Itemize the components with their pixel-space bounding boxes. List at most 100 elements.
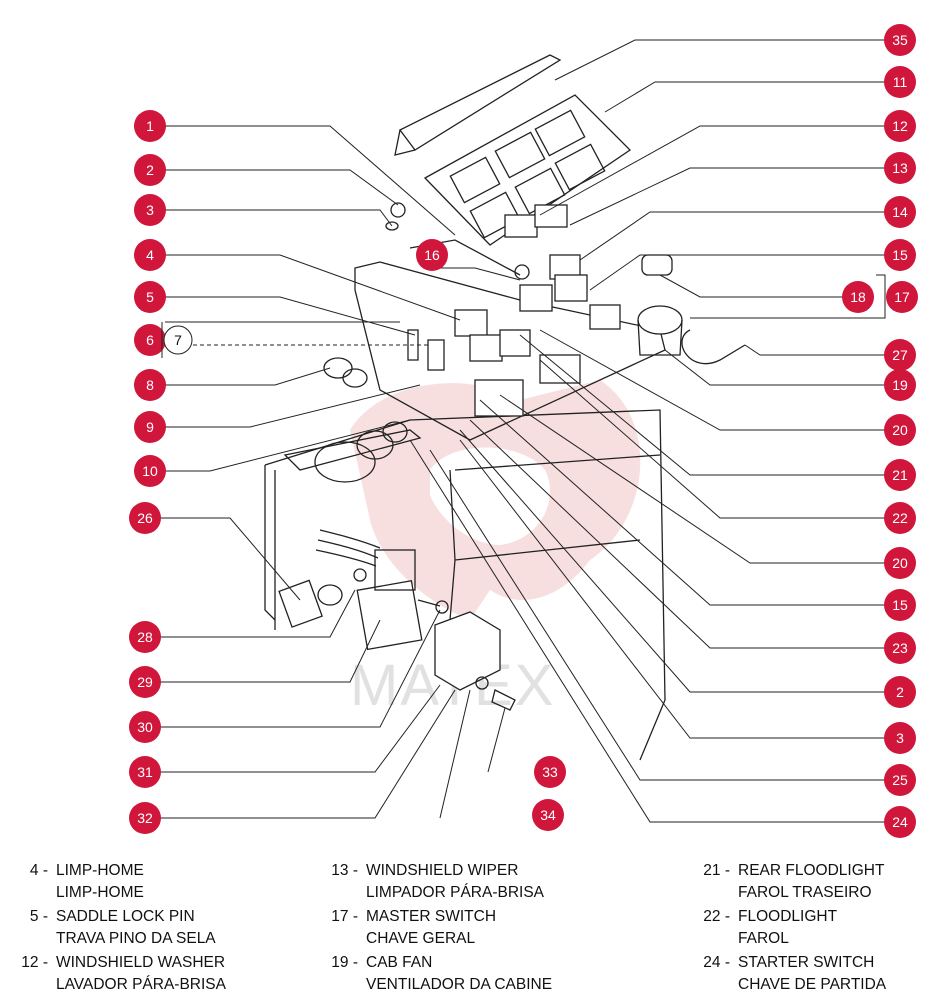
callout-number: 20 (892, 555, 908, 571)
callout-c8: 8 (134, 369, 166, 401)
leader-lines (150, 39, 900, 823)
callout-c13: 13 (884, 152, 916, 184)
callout-number: 29 (137, 674, 153, 690)
callout-number: 4 (146, 247, 154, 263)
legend-column-2: 13 - WINDSHIELD WIPER LIMPADOR PÁRA-BRISA… (320, 860, 552, 998)
legend-code: 22 - (703, 908, 730, 925)
callout-number: 25 (892, 772, 908, 788)
callout-c32: 32 (129, 802, 161, 834)
callout-c29: 29 (129, 666, 161, 698)
callout-number: 2 (146, 162, 154, 178)
callout-number: 9 (146, 419, 154, 435)
callout-number: 23 (892, 640, 908, 656)
legend-code: 21 - (703, 862, 730, 879)
legend-portuguese: FAROL TRASEIRO (738, 884, 872, 901)
callout-number: 15 (892, 597, 908, 613)
callout-c17: 17 (886, 281, 918, 313)
legend-code: 13 - (331, 862, 358, 879)
legend-english: REAR FLOODLIGHT (738, 862, 885, 879)
callout-c15-bottom: 15 (884, 589, 916, 621)
legend-portuguese: LAVADOR PÁRA-BRISA (56, 976, 226, 993)
callout-c25: 25 (884, 764, 916, 796)
callout-c15-top: 15 (884, 239, 916, 271)
legend-english: LIMP-HOME (56, 862, 144, 879)
callout-number: 3 (896, 730, 904, 746)
callout-number: 33 (542, 764, 558, 780)
legend-english: WINDSHIELD WIPER (366, 862, 519, 879)
legend-item: 13 - WINDSHIELD WIPER LIMPADOR PÁRA-BRISA (320, 860, 552, 904)
callout-c21: 21 (884, 459, 916, 491)
callout-c20-bottom: 20 (884, 547, 916, 579)
legend-code: 5 - (29, 908, 48, 925)
callout-c33: 33 (534, 756, 566, 788)
callout-c18: 18 (842, 281, 874, 313)
callout-c9: 9 (134, 411, 166, 443)
callout-number: 18 (850, 289, 866, 305)
callout-number: 15 (892, 247, 908, 263)
callout-c24: 24 (884, 806, 916, 838)
callout-number: 11 (893, 74, 908, 90)
legend-column-3: 21 - REAR FLOODLIGHT FAROL TRASEIRO 22 - … (692, 860, 886, 998)
legend-portuguese: TRAVA PINO DA SELA (56, 930, 216, 947)
callout-number: 2 (896, 684, 904, 700)
callout-number: 17 (894, 289, 910, 305)
legend-english: MASTER SWITCH (366, 908, 497, 925)
callout-c34: 34 (532, 799, 564, 831)
parts-legend: 4 - LIMP-HOME LIMP-HOME 5 - SADDLE LOCK P… (0, 860, 952, 1000)
legend-english: FLOODLIGHT (738, 908, 838, 925)
callout-c31: 31 (129, 756, 161, 788)
legend-code: 4 - (29, 862, 48, 879)
callout-c4: 4 (134, 239, 166, 271)
legend-portuguese: CHAVE DE PARTIDA (738, 976, 887, 993)
legend-item: 22 - FLOODLIGHT FAROL (692, 906, 886, 950)
callout-number: 5 (146, 289, 154, 305)
legend-english: CAB FAN (366, 954, 433, 971)
callout-c12: 12 (884, 110, 916, 142)
callout-number: 35 (892, 32, 908, 48)
legend-english: SADDLE LOCK PIN (56, 908, 195, 925)
callout-number: 30 (137, 719, 153, 735)
callouts: 1 2 3 4 5 6 7 8 9 10 26 28 29 30 31 32 3… (129, 24, 918, 838)
legend-portuguese: LIMP-HOME (56, 884, 144, 901)
callout-number: 34 (540, 807, 556, 823)
legend-column-1: 4 - LIMP-HOME LIMP-HOME 5 - SADDLE LOCK P… (10, 860, 226, 998)
callout-c23: 23 (884, 632, 916, 664)
callout-c22: 22 (884, 502, 916, 534)
callout-number: 24 (892, 814, 908, 830)
legend-english: WINDSHIELD WASHER (56, 954, 226, 971)
callout-number: 27 (892, 347, 908, 363)
legend-portuguese: LIMPADOR PÁRA-BRISA (366, 884, 545, 901)
callout-c3-right: 3 (884, 722, 916, 754)
callout-c2-right: 2 (884, 676, 916, 708)
callout-number: 28 (137, 629, 153, 645)
callout-number: 22 (892, 510, 908, 526)
callout-number: 10 (142, 463, 158, 479)
legend-code: 19 - (331, 954, 358, 971)
callout-c20-top: 20 (884, 414, 916, 446)
callout-c5: 5 (134, 281, 166, 313)
exploded-parts-diagram: MATEX (129, 24, 918, 838)
callout-number: 20 (892, 422, 908, 438)
legend-item: 5 - SADDLE LOCK PIN TRAVA PINO DA SELA (10, 906, 226, 950)
callout-c10: 10 (134, 455, 166, 487)
callout-number: 26 (137, 510, 153, 526)
callout-c7: 7 (163, 325, 193, 355)
callout-number: 16 (424, 247, 440, 263)
legend-portuguese: FAROL (738, 930, 789, 947)
legend-item: 12 - WINDSHIELD WASHER LAVADOR PÁRA-BRISA (10, 952, 226, 996)
callout-number: 14 (892, 204, 908, 220)
callout-c28: 28 (129, 621, 161, 653)
callout-number: 21 (892, 467, 908, 483)
callout-number: 7 (174, 332, 182, 348)
callout-number: 12 (892, 118, 908, 134)
legend-item: 4 - LIMP-HOME LIMP-HOME (10, 860, 226, 904)
callout-c1: 1 (134, 110, 166, 142)
legend-code: 12 - (21, 954, 48, 971)
callout-c2-left: 2 (134, 154, 166, 186)
callout-c3-left: 3 (134, 194, 166, 226)
legend-code: 17 - (331, 908, 358, 925)
legend-english: STARTER SWITCH (738, 954, 875, 971)
